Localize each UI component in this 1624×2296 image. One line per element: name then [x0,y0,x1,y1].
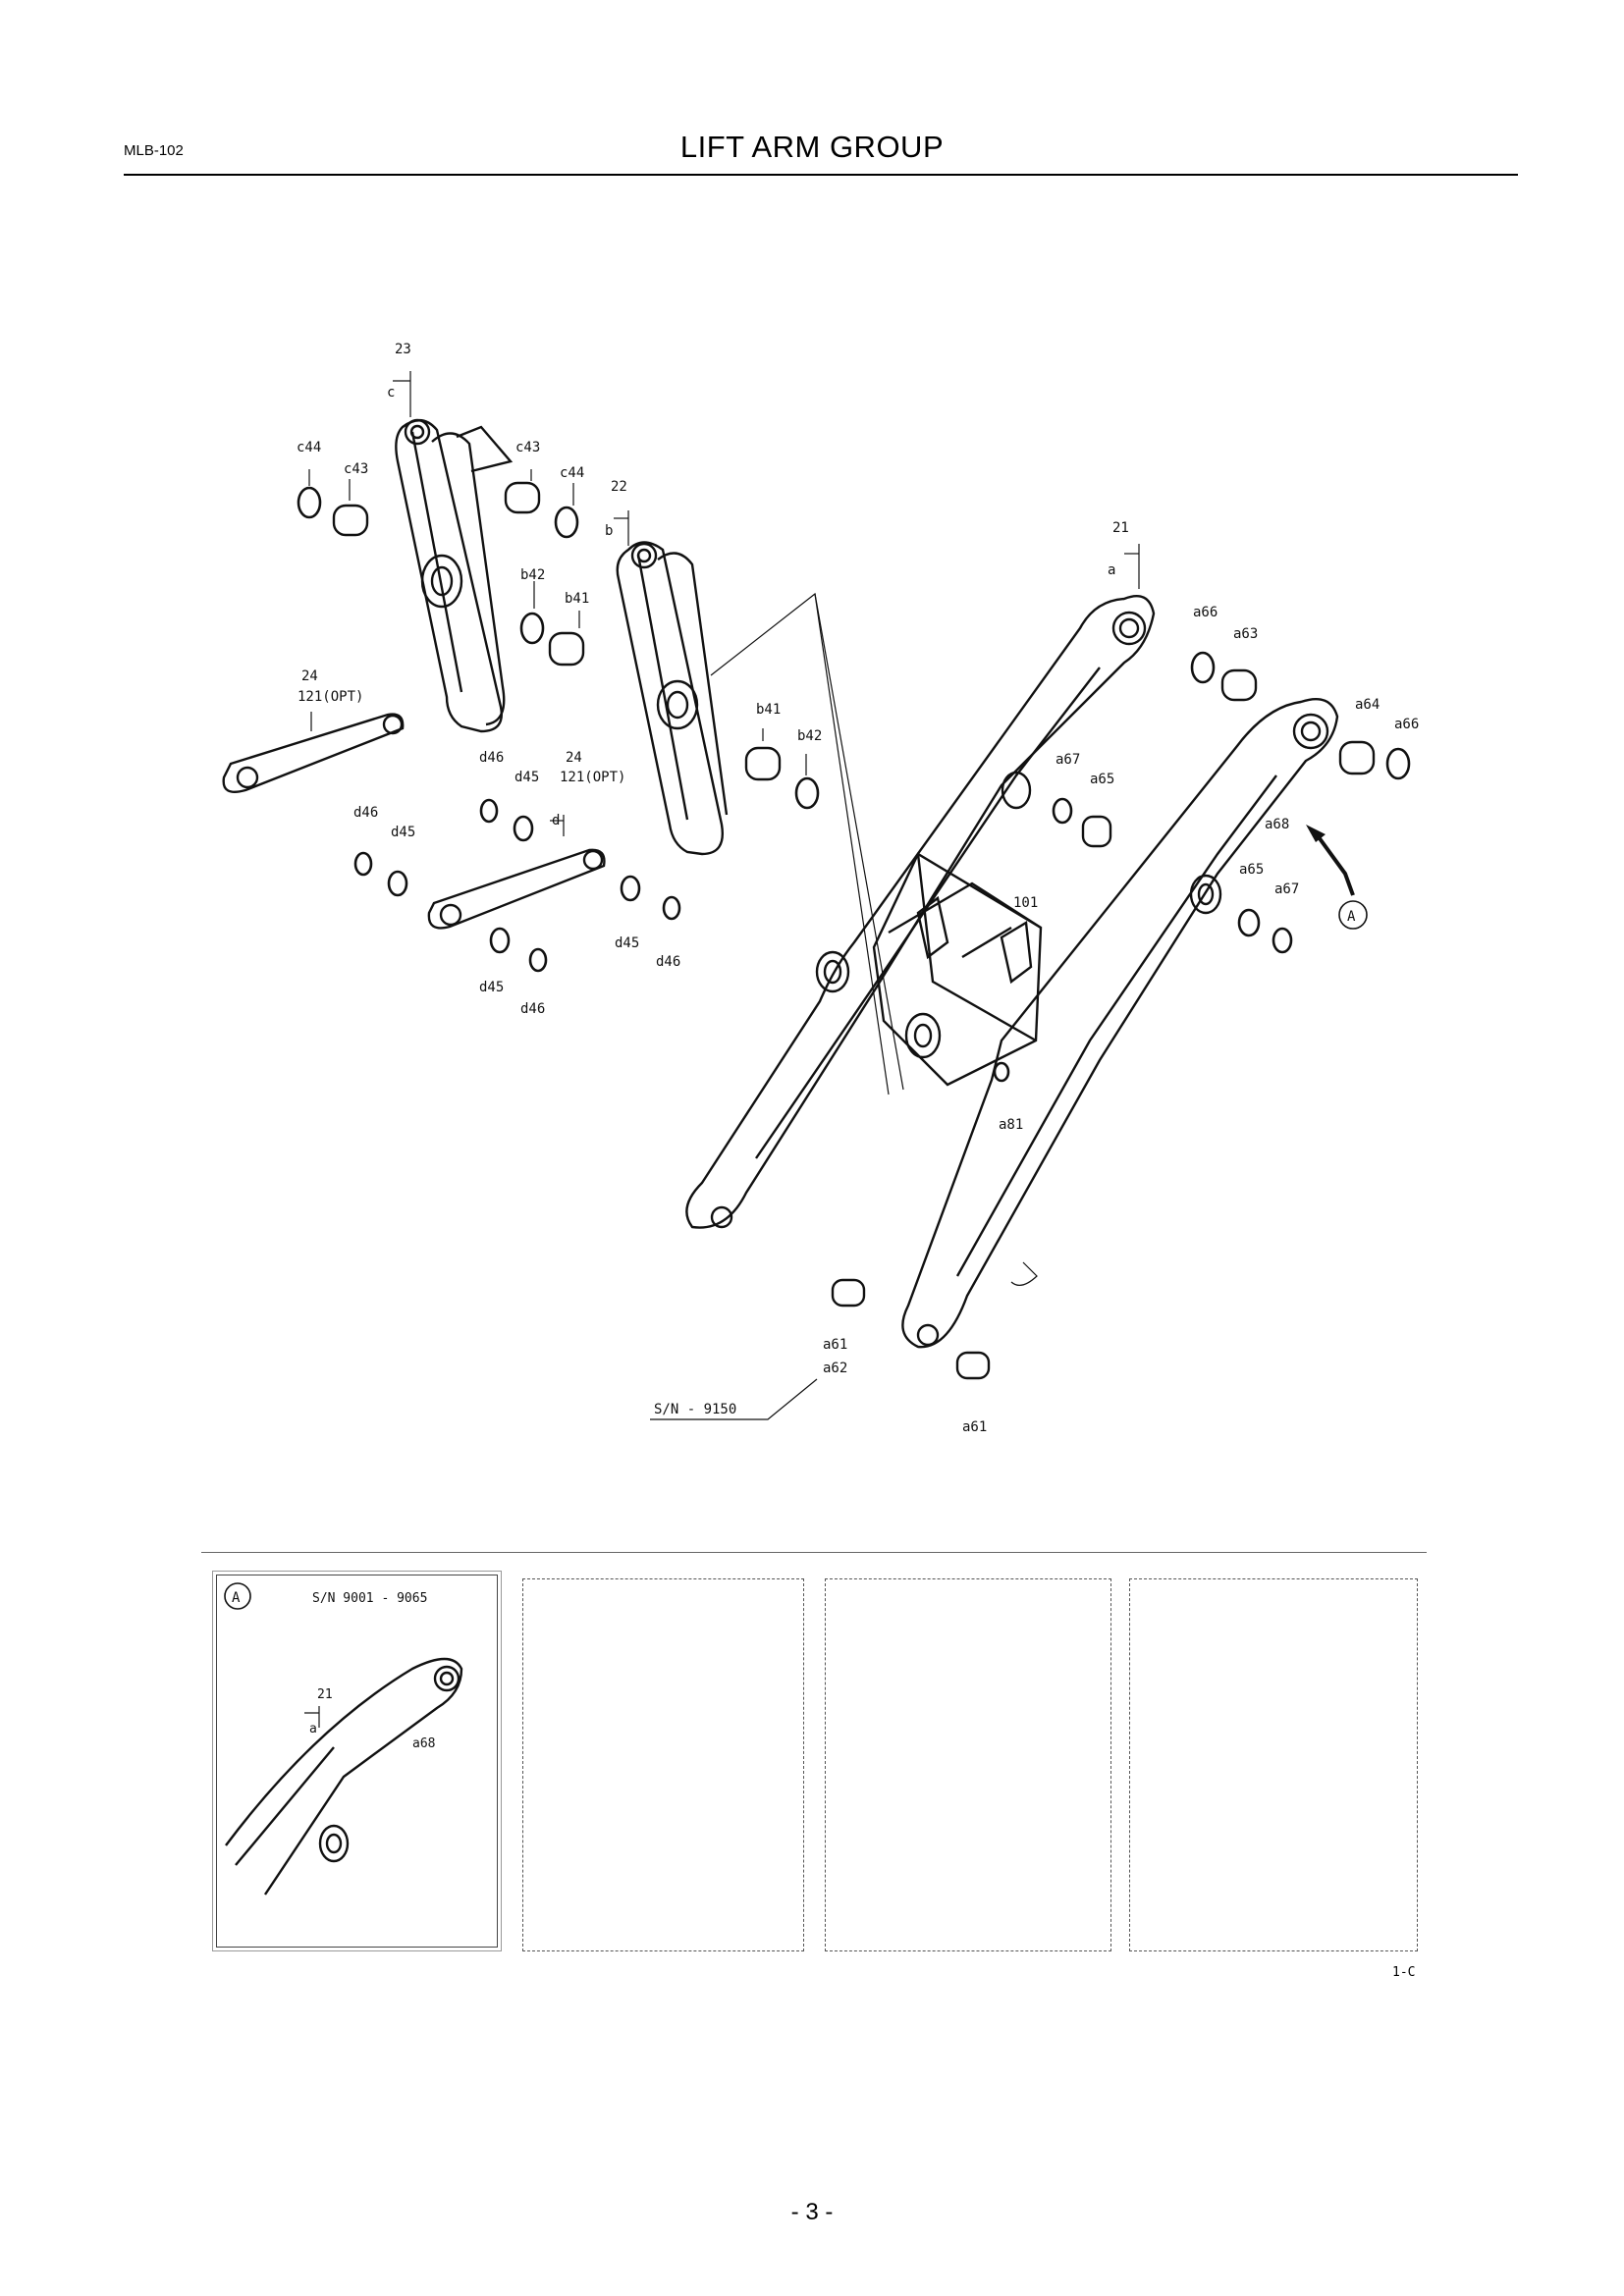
bushings-left [297,481,820,973]
label-a67-a: a67 [1056,752,1080,768]
label-a64: a64 [1355,697,1380,713]
label-d46-d: d46 [520,1001,545,1017]
detail-a-serial-range: S/N 9001 - 9065 [312,1591,427,1606]
page-number: - 3 - [790,2199,834,2225]
detail-a-circle-label: A [232,1590,241,1606]
empty-detail-box-2 [825,1578,1111,1951]
lift-arm-21-right [901,697,1339,1349]
label-d46-b: d46 [353,805,378,821]
label-23: 23 [395,342,411,357]
link-23 [395,418,514,733]
label-24-d: d [552,813,560,828]
sheet-code: 1-C [1392,1965,1416,1980]
label-d46-c: d46 [656,954,680,970]
label-24-upper: 24 [301,668,318,684]
detail-a-callout: a68 [412,1736,435,1751]
callout-a-letter: A [1347,909,1356,925]
label-serial-number: S/N - 9150 [654,1402,736,1417]
label-d45-a: d45 [514,770,539,785]
label-b42-a: b42 [520,567,545,583]
document-code: MLB-102 [124,142,184,159]
label-101: 101 [1013,895,1038,911]
detail-a-drawing: A S/N 9001 - 9065 21 a a68 [224,1582,463,1896]
label-c44-a: c44 [297,440,321,455]
label-a81: a81 [999,1117,1023,1133]
detail-a-sub: a [309,1722,317,1736]
section-divider [201,1552,1427,1553]
label-a63: a63 [1233,626,1258,642]
label-a62: a62 [823,1361,847,1376]
label-d46-a: d46 [479,750,504,766]
serial-leader-line [650,1378,818,1420]
label-22-b: b [605,523,613,539]
label-21-a: a [1108,562,1115,578]
label-a65-a: a65 [1090,772,1114,787]
label-d45-d: d45 [479,980,504,995]
label-121-upper: 121(OPT) [298,689,363,705]
label-a61-a: a61 [823,1337,847,1353]
label-c43-b: c43 [515,440,540,455]
label-b42-b: b42 [797,728,822,744]
bushings-right [831,651,1411,1380]
label-a65-b: a65 [1239,862,1264,878]
label-d45-c: d45 [615,935,639,951]
link-22 [616,541,729,856]
label-22: 22 [611,479,627,495]
cross-tube-101 [872,852,1043,1087]
label-a61-b: a61 [962,1419,987,1435]
empty-detail-box-1 [522,1578,804,1951]
label-24-lower: 24 [566,750,582,766]
label-a68: a68 [1265,817,1289,832]
label-a66-b: a66 [1394,717,1419,732]
link-bar-24-lower [427,848,606,930]
leader-lines [308,371,1140,1286]
label-121-lower: 121(OPT) [560,770,625,785]
title-divider [124,174,1518,176]
label-a66-a: a66 [1193,605,1218,620]
label-b41-a: b41 [565,591,589,607]
label-a67-b: a67 [1274,881,1299,897]
label-21: 21 [1112,520,1129,536]
detail-a-box [212,1571,502,1951]
label-23-c: c [387,385,395,400]
page-title: LIFT ARM GROUP [679,130,945,164]
label-c44-b: c44 [560,465,584,481]
link-bar-24-upper [222,713,405,794]
label-d45-b: d45 [391,825,415,840]
detail-a-part-number: 21 [317,1687,333,1702]
empty-detail-box-3 [1129,1578,1418,1951]
label-c43-a: c43 [344,461,368,477]
label-b41-b: b41 [756,702,781,718]
callout-arrow-a [1306,825,1368,930]
